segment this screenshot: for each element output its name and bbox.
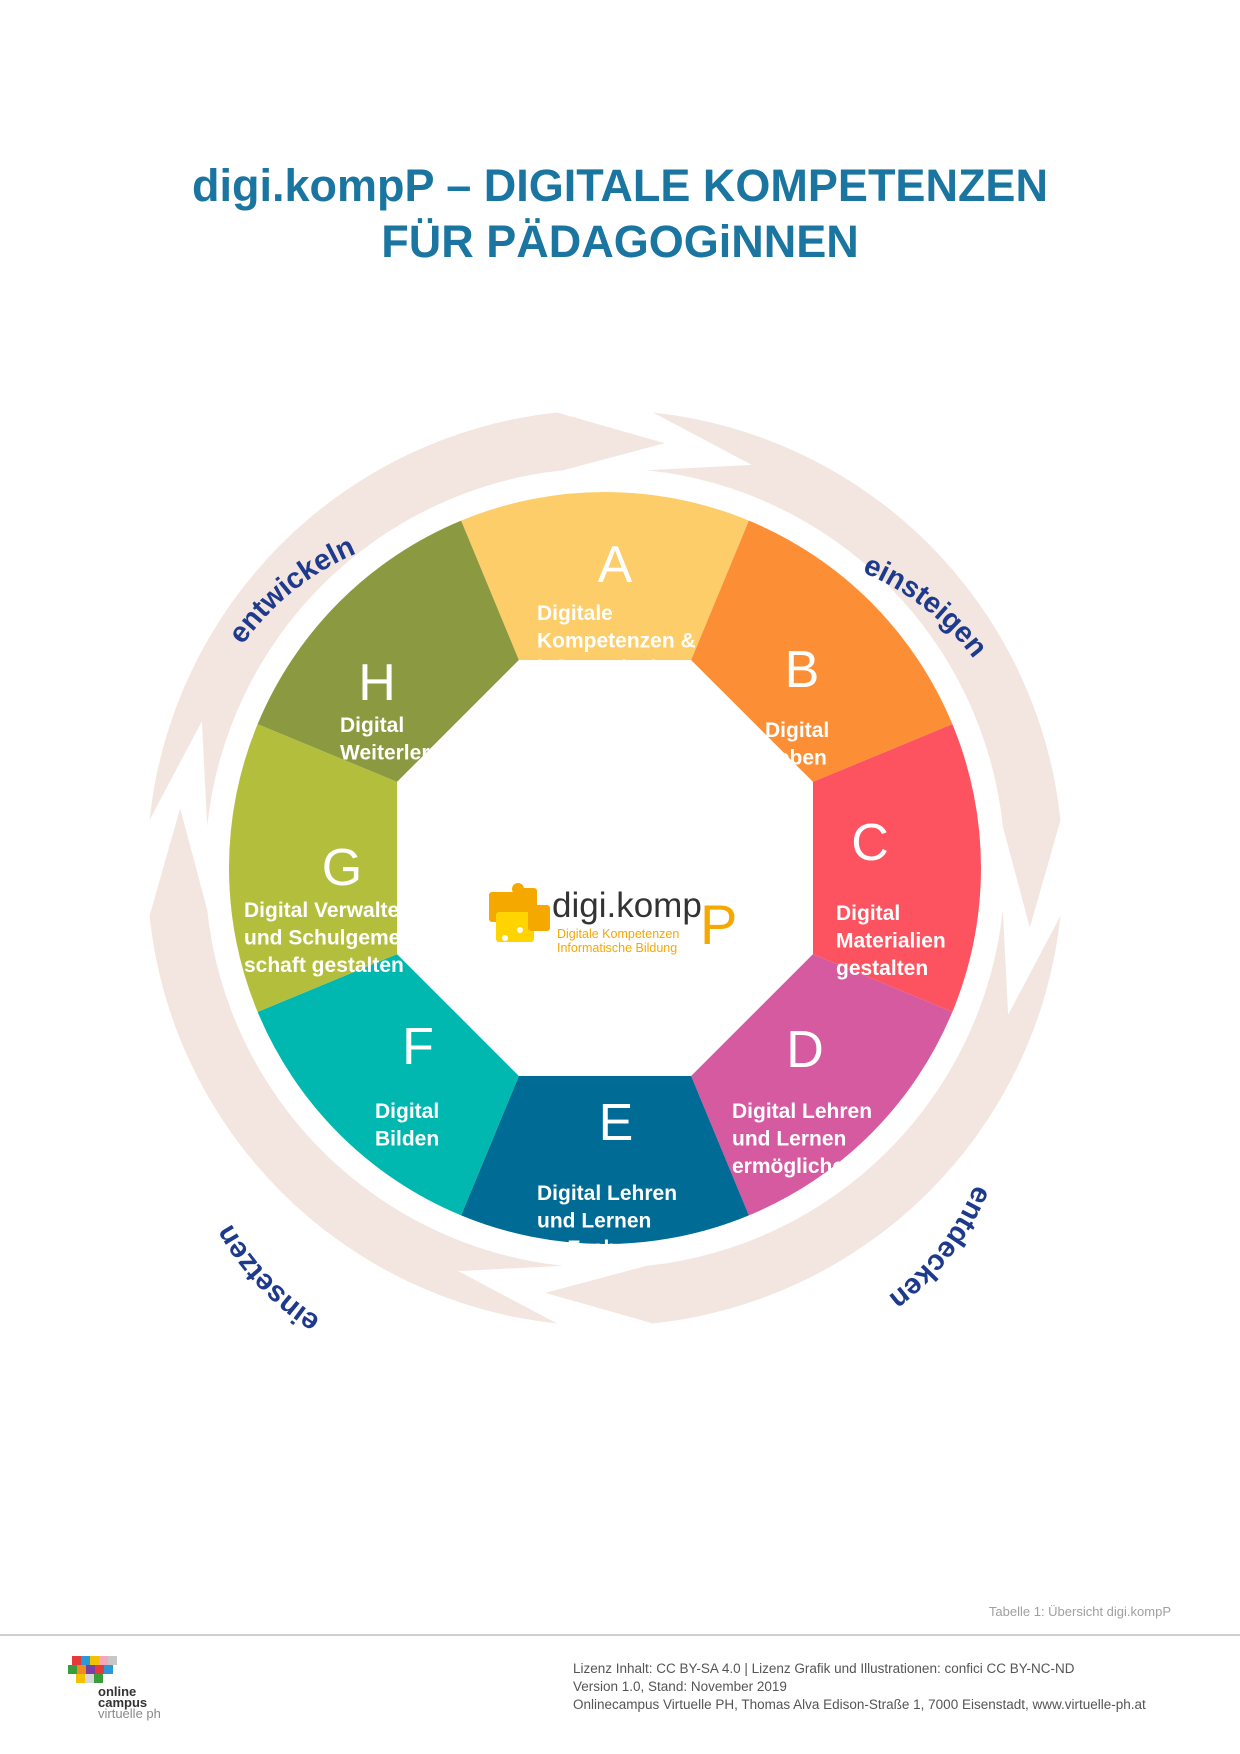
logo-text-line-3: virtuelle ph: [98, 1706, 161, 1721]
logo-subline-1: Digitale Kompetenzen: [557, 927, 679, 941]
cycle-label-einsetzen: einsetzen: [209, 1220, 324, 1339]
cycle-ring-arc: [646, 412, 1061, 928]
competence-wheel-diagram: digi.komp P Digitale Kompetenzen Informa…: [149, 412, 1061, 1339]
segment-c: [812, 724, 981, 1012]
logo-subline-2: Informatische Bildung: [557, 941, 677, 955]
segment-letter-d: D: [786, 1021, 824, 1079]
segment-letter-b: B: [785, 641, 820, 699]
logo-wordmark-p: P: [700, 893, 737, 956]
center-octagon: [397, 660, 813, 1076]
segment-letter-g: G: [322, 839, 362, 897]
segment-label-c: Digital: [836, 902, 900, 925]
footer-license-text: Lizenz Inhalt: CC BY-SA 4.0 | Lizenz Gra…: [573, 1660, 1146, 1714]
segment-label-f: Digital: [375, 1100, 439, 1123]
footer-line-3: Onlinecampus Virtuelle PH, Thomas Alva E…: [573, 1697, 1146, 1712]
logo-text-line-1: online: [98, 1684, 137, 1699]
segment-letter-e: E: [599, 1094, 634, 1152]
segment-letter-f: F: [402, 1018, 434, 1076]
segment-label-a: Digitale: [537, 602, 613, 625]
page-title: digi.kompP – DIGITALE KOMPETENZEN FÜR PÄ…: [0, 158, 1240, 270]
footer-line-2: Version 1.0, Stand: November 2019: [573, 1679, 787, 1694]
segment-label-a: Bildung: [537, 685, 615, 708]
segment-label-e: Digital Lehren: [537, 1182, 677, 1205]
cycle-ring-arc: [545, 909, 1061, 1324]
segment-label-e: im Fach: [537, 1237, 616, 1260]
segment-group: [229, 491, 981, 1244]
segment-h: [257, 520, 519, 782]
segment-label-c: Materialien: [836, 930, 946, 953]
segment-label-e: und Lernen: [537, 1210, 651, 1233]
puzzle-logo-icon: [489, 883, 550, 942]
segment-label-g: schaft gestalten: [244, 954, 404, 977]
cycle-ring-arc: [149, 808, 564, 1324]
segment-f: [257, 954, 519, 1216]
segment-label-c: gestalten: [836, 957, 928, 980]
segment-label-g: und Schulgemein-: [244, 927, 426, 950]
segment-d: [691, 954, 953, 1216]
title-line-1: digi.kompP – DIGITALE KOMPETENZEN: [192, 160, 1048, 211]
title-line-2: FÜR PÄDAGOGiNNEN: [381, 216, 859, 267]
segment-g: [229, 724, 398, 1012]
cycle-ring-arc: [149, 412, 665, 827]
segment-label-b: Leben: [765, 747, 827, 770]
segment-label-f: Bilden: [375, 1128, 439, 1151]
segment-letter-c: C: [851, 814, 889, 872]
segment-a: [461, 491, 749, 661]
segment-label-d: und Lernen: [732, 1128, 846, 1151]
footer-divider: [0, 1634, 1240, 1636]
segment-b: [691, 520, 953, 782]
footer-line-1: Lizenz Inhalt: CC BY-SA 4.0 | Lizenz Gra…: [573, 1661, 1075, 1676]
segment-label-d: ermöglichen: [732, 1155, 857, 1178]
logo-wordmark: digi.komp: [552, 886, 702, 925]
figure-caption: Tabelle 1: Übersicht digi.kompP: [988, 1604, 1171, 1619]
segment-label-h: Weiterlernen: [340, 742, 467, 765]
segment-letter-h: H: [358, 654, 396, 712]
center-logo: digi.komp P Digitale Kompetenzen Informa…: [489, 883, 737, 956]
segment-e: [461, 1075, 749, 1244]
logo-text-line-2: campus: [98, 1695, 148, 1710]
segment-label-d: Digital Lehren: [732, 1100, 872, 1123]
segment-label-a: Kompetenzen &: [537, 630, 696, 653]
onlinecampus-logo-icon: [68, 1656, 117, 1683]
cycle-ring: [149, 412, 1061, 1324]
segment-label-b: Digital: [765, 719, 829, 742]
segment-label-a: informatische: [537, 657, 675, 680]
onlinecampus-logo-text: online campus virtuelle ph: [98, 1684, 161, 1721]
segment-label-h: Digital: [340, 714, 404, 737]
segment-letter-a: A: [598, 536, 633, 594]
segment-label-g: Digital Verwalten: [244, 899, 412, 922]
